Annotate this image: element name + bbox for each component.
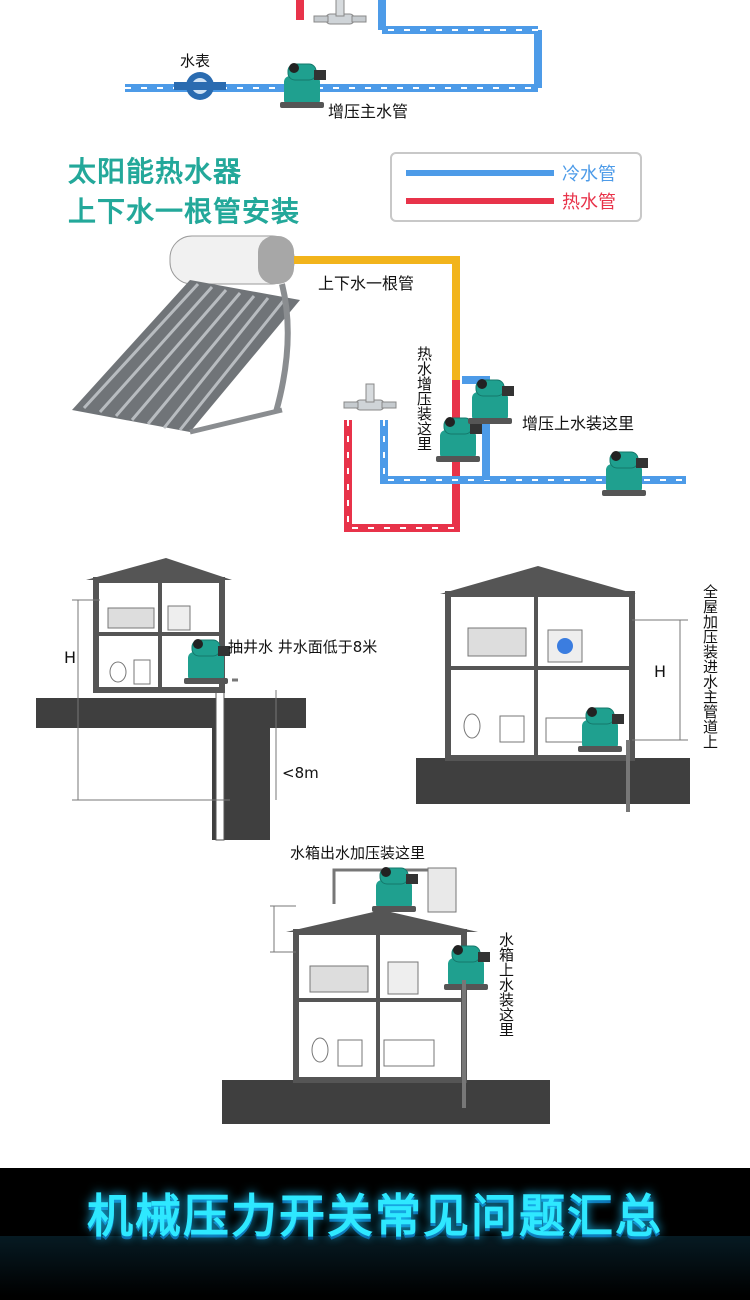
line-pump-icon bbox=[601, 450, 649, 497]
house2-h-label: H bbox=[654, 662, 667, 681]
tank-inlet-label: 水箱上水装这里 bbox=[497, 932, 515, 1037]
hot-pipe-swatch bbox=[406, 198, 554, 204]
cold-pipe-legend: 冷水管 bbox=[562, 164, 616, 185]
main-pipe-label: 增压主水管 bbox=[328, 102, 409, 121]
top-pump-icon bbox=[279, 62, 327, 109]
pipe-legend: 冷水管 热水管 bbox=[390, 152, 642, 222]
well-house-drawing bbox=[36, 558, 306, 841]
single-pipe-label: 上下水一根管 bbox=[318, 274, 415, 293]
solar-title-line2: 上下水一根管安装 bbox=[68, 195, 301, 228]
banner-title: 机械压力开关常见问题汇总 bbox=[87, 1189, 663, 1243]
banner-reflection bbox=[0, 1236, 750, 1296]
house2-side-label: 全屋加压装进水主管道上 bbox=[701, 584, 719, 749]
hot-boost-label: 热水增压装这里 bbox=[415, 346, 433, 451]
solar-heater-icon bbox=[72, 235, 300, 435]
well-pump-label: 抽井水 井水面低于8米 bbox=[228, 638, 378, 656]
inlet-boost-label: 增压上水装这里 bbox=[522, 414, 635, 433]
well-h-label: H bbox=[64, 648, 77, 667]
solar-title-line1: 太阳能热水器 bbox=[68, 155, 243, 188]
tank-outlet-label: 水箱出水加压装这里 bbox=[290, 844, 426, 862]
inlet-boost-pump-icon bbox=[467, 378, 515, 425]
full-house-drawing bbox=[416, 566, 690, 812]
depth-label: <8m bbox=[282, 764, 319, 782]
top-faucet bbox=[313, 0, 367, 25]
tank-house-drawing bbox=[222, 866, 550, 1124]
water-meter-label: 水表 bbox=[180, 52, 211, 70]
solar-pipes bbox=[294, 256, 686, 532]
water-meter-icon bbox=[174, 72, 226, 100]
top-pipe-system bbox=[125, 0, 542, 109]
cold-pipe-swatch bbox=[406, 170, 554, 176]
hot-pipe-legend: 热水管 bbox=[562, 192, 616, 213]
